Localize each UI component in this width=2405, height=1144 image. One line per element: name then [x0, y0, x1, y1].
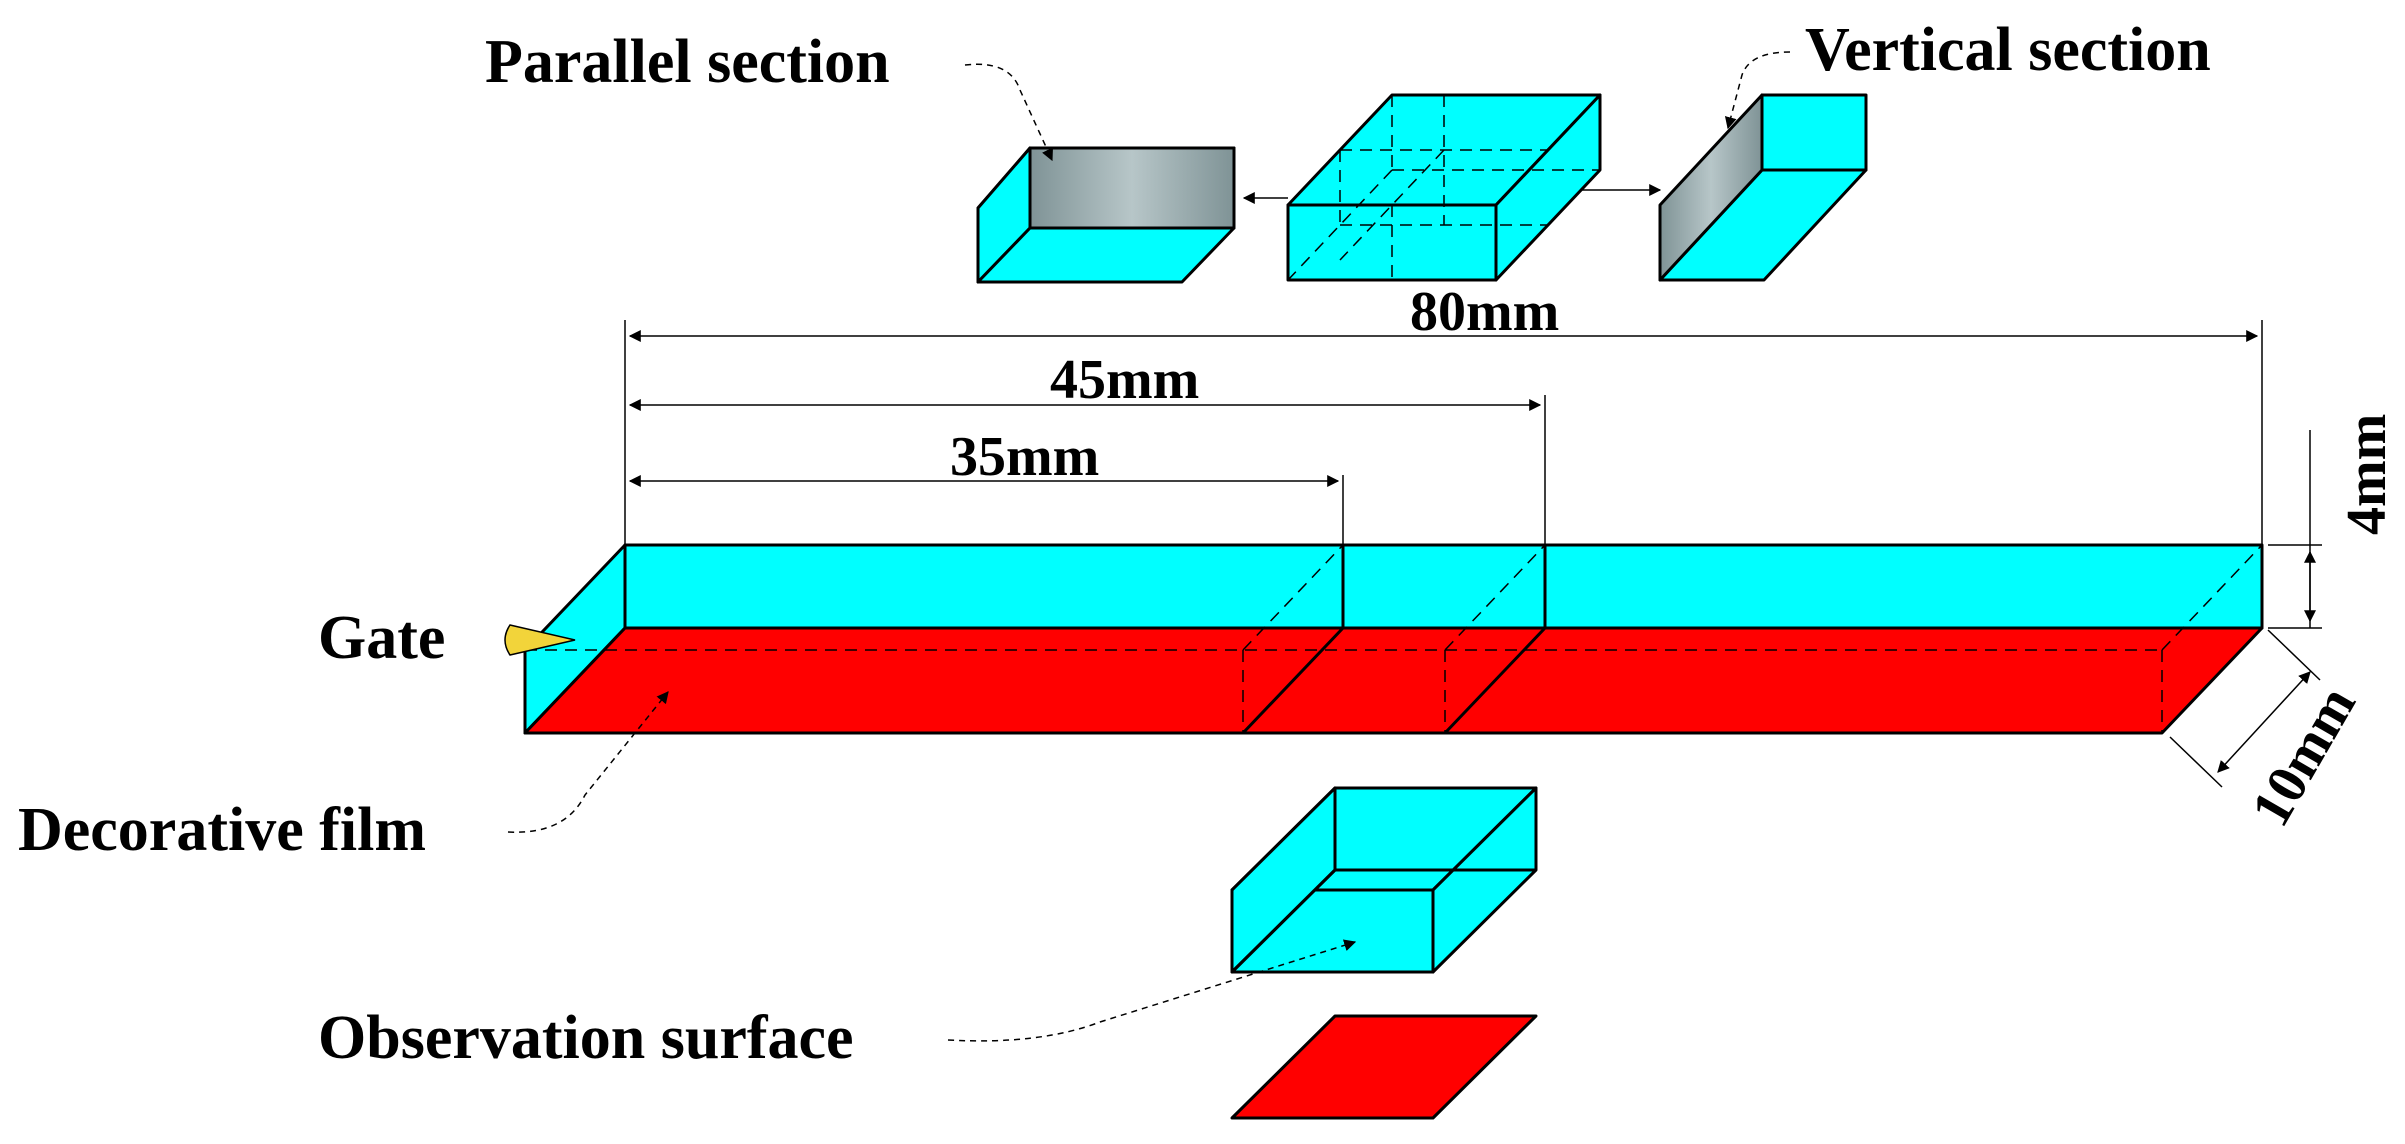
decorative-film-label: Decorative film: [18, 796, 426, 864]
gate-icon: [504, 624, 576, 656]
observation-surface-leader: [947, 939, 1357, 1042]
dim-label-35mm: 35mm: [950, 426, 1099, 488]
vertical-section-face: [1658, 93, 1764, 282]
vertical-section-leader: [1724, 51, 1791, 130]
observation-cube: [1230, 786, 1538, 974]
dim-line-10: [2217, 671, 2311, 773]
middle-cube: [1286, 93, 1602, 282]
parallel-section-leader: [964, 63, 1053, 162]
observation-surface-label: Observation surface: [318, 1004, 854, 1072]
vertical-section-block: [1658, 93, 1868, 282]
decorative-film-leader: [507, 691, 669, 833]
parallel-section-label: Parallel section: [485, 28, 890, 96]
vertical-section-label: Vertical section: [1805, 16, 2211, 84]
observation-film-surface: [1230, 1014, 1538, 1120]
specimen-bar: [523, 543, 2264, 735]
vertical-block-front: [1760, 93, 1868, 172]
dim-label-10mm: 10mm: [2240, 676, 2368, 836]
parallel-section-face: [1028, 146, 1236, 230]
parallel-section-block: [976, 146, 1236, 284]
dim-label-45mm: 45mm: [1050, 349, 1199, 411]
gate-label: Gate: [318, 604, 445, 672]
bar-top-face: [623, 543, 2264, 630]
dim-label-4mm: 4mm: [2336, 414, 2398, 535]
decorative-film-face: [523, 626, 2264, 735]
dimension-lines: [624, 320, 2322, 788]
dim-label-80mm: 80mm: [1410, 281, 1559, 343]
